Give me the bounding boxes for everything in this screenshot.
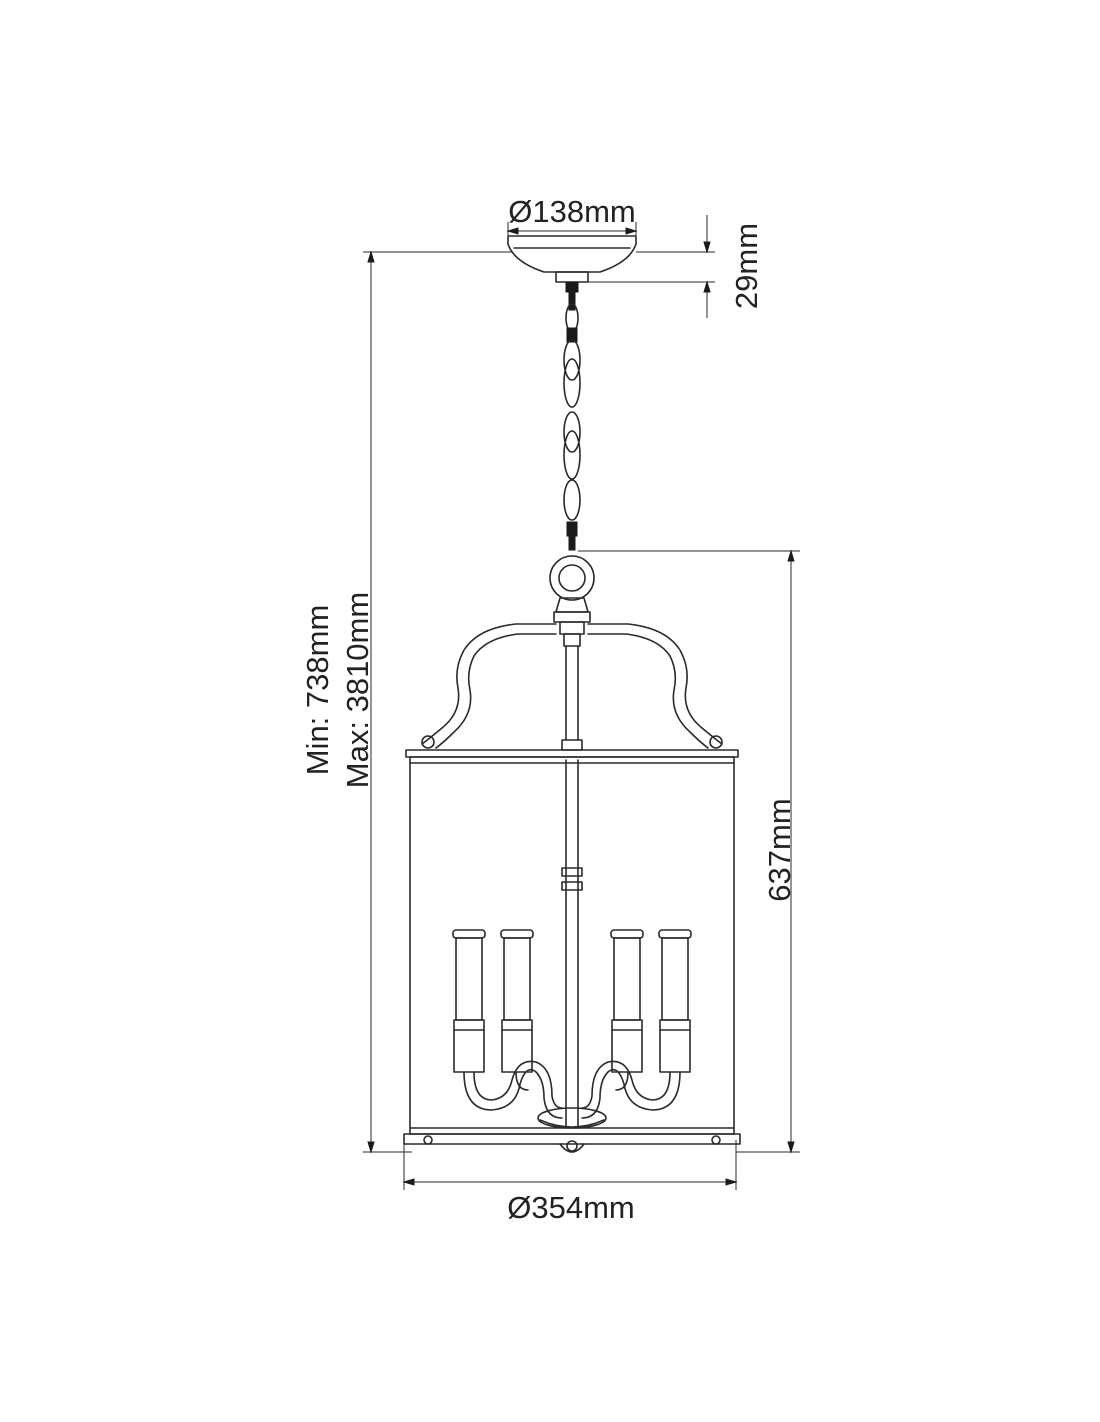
ceiling-canopy <box>507 235 637 293</box>
candle-1 <box>452 929 486 1073</box>
body-height-label: 637mm <box>762 798 797 901</box>
body-height-dimension: 637mm <box>578 549 800 1154</box>
canopy-diameter-dimension: Ø138mm <box>506 194 638 238</box>
candle-3 <box>610 929 644 1073</box>
canopy-height-dimension: 29mm <box>583 215 764 318</box>
candle-4 <box>658 929 692 1073</box>
height-max-label: Max: 3810mm <box>340 592 375 788</box>
glass-body <box>409 762 735 1129</box>
suspension-chain <box>563 291 581 551</box>
lantern-top-ring <box>405 749 739 764</box>
candle-2 <box>500 929 534 1073</box>
central-rod <box>561 633 583 1129</box>
overall-height-dimension: Min: 738mm Max: 3810mm <box>300 250 512 1154</box>
arched-bracket <box>421 623 723 749</box>
candles <box>452 929 692 1073</box>
height-min-label: Min: 738mm <box>300 605 335 776</box>
candle-arms <box>463 1060 681 1129</box>
canopy-diameter-label: Ø138mm <box>508 194 635 229</box>
canopy-height-label: 29mm <box>729 223 764 309</box>
body-diameter-dimension: Ø354mm <box>402 1140 738 1225</box>
body-diameter-label: Ø354mm <box>507 1190 634 1225</box>
lantern-base <box>403 1127 741 1153</box>
top-loop <box>549 555 595 635</box>
